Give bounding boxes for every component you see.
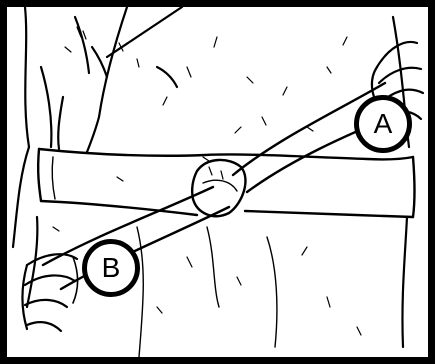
uniform-outline (13, 7, 409, 357)
callout-b: B (82, 239, 140, 297)
callout-a: A (354, 95, 412, 153)
belt-knot (192, 160, 245, 216)
belt-tying-illustration (7, 7, 428, 357)
